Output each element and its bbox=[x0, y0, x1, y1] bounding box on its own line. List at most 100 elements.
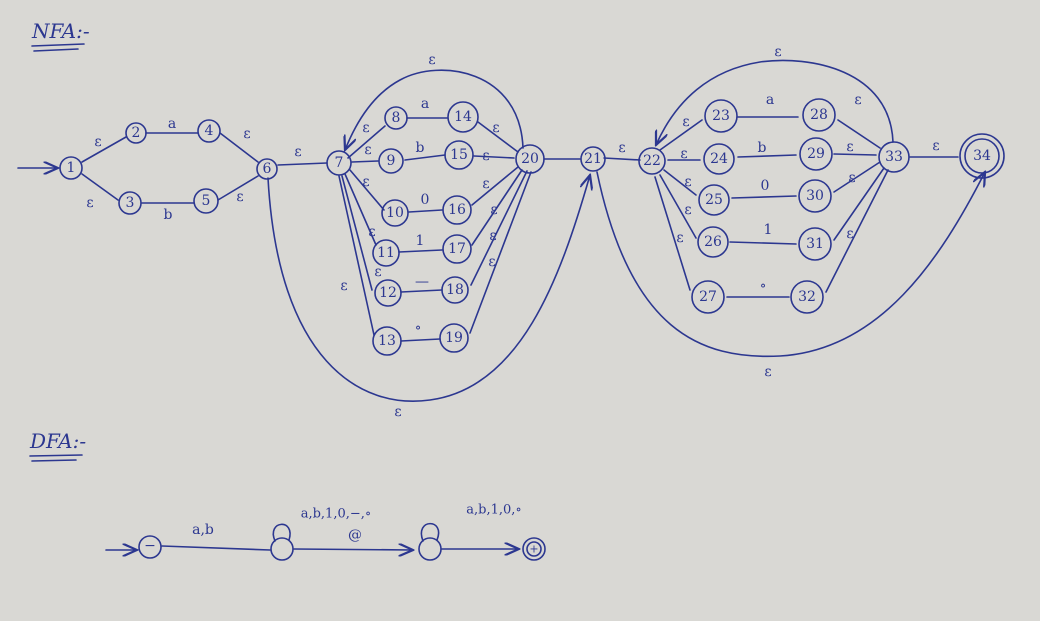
nfa-state-28: 28 bbox=[802, 98, 836, 132]
label-7-12: ε bbox=[374, 264, 381, 280]
label-15-20: ε bbox=[482, 148, 489, 164]
svg-text:4: 4 bbox=[205, 123, 214, 139]
label-11-17: 1 bbox=[416, 233, 425, 249]
label-13-19: ∘ bbox=[415, 320, 422, 336]
label-22-24: ε bbox=[680, 146, 687, 162]
svg-text:10: 10 bbox=[386, 205, 404, 221]
label-25-30: 0 bbox=[761, 178, 770, 194]
svg-text:22: 22 bbox=[643, 153, 661, 169]
label-28-33: ε bbox=[854, 92, 861, 108]
label-22-26: ε bbox=[684, 202, 691, 218]
label-9-15: b bbox=[416, 140, 425, 156]
label-4-6: ε bbox=[243, 126, 250, 142]
dfa-state-q1 bbox=[270, 537, 294, 561]
svg-text:1: 1 bbox=[67, 160, 76, 176]
svg-text:32: 32 bbox=[798, 289, 816, 305]
svg-text:+: + bbox=[529, 543, 538, 556]
nfa-state-22: 22 bbox=[638, 147, 666, 175]
label-33-34: ε bbox=[932, 138, 939, 154]
nfa-state-17: 17 bbox=[442, 234, 472, 264]
svg-text:16: 16 bbox=[448, 202, 466, 218]
nfa-title: NFA:- bbox=[31, 19, 90, 43]
dfa-label-ab: a,b bbox=[192, 522, 214, 538]
nfa-state-26: 26 bbox=[697, 226, 729, 258]
nfa-state-1: 1 bbox=[59, 156, 83, 180]
svg-text:15: 15 bbox=[450, 147, 468, 163]
svg-text:9: 9 bbox=[387, 153, 396, 169]
svg-text:14: 14 bbox=[454, 109, 472, 125]
label-7-13: ε bbox=[340, 278, 347, 294]
nfa-state-8: 8 bbox=[384, 106, 408, 130]
svg-text:7: 7 bbox=[335, 155, 344, 171]
svg-text:20: 20 bbox=[521, 151, 539, 167]
nfa-state-33: 33 bbox=[878, 141, 910, 173]
svg-text:29: 29 bbox=[807, 146, 825, 162]
svg-text:13: 13 bbox=[378, 333, 396, 349]
label-27-32: ∘ bbox=[760, 278, 767, 294]
nfa-state-32: 32 bbox=[790, 280, 824, 314]
label-21-34: ε bbox=[764, 364, 771, 380]
label-26-31: 1 bbox=[764, 222, 773, 238]
svg-text:6: 6 bbox=[263, 161, 272, 177]
label-5-6: ε bbox=[236, 189, 243, 205]
label-6-21: ε bbox=[394, 404, 401, 420]
svg-text:3: 3 bbox=[126, 195, 135, 211]
label-31-33: ε bbox=[846, 226, 853, 242]
nfa-state-25: 25 bbox=[698, 184, 730, 216]
nfa-state-2: 2 bbox=[125, 122, 147, 144]
dfa-edge-start-q1 bbox=[161, 545, 271, 551]
label-1-2: ε bbox=[94, 134, 101, 150]
svg-text:19: 19 bbox=[445, 330, 463, 346]
dfa-loop-q2 bbox=[420, 522, 440, 542]
svg-text:24: 24 bbox=[710, 151, 728, 167]
dfa-state-q2 bbox=[418, 537, 442, 561]
dfa-state-start: − bbox=[138, 535, 162, 559]
dfa-label-at: @ bbox=[348, 527, 362, 543]
label-6-7: ε bbox=[294, 144, 301, 160]
nfa-state-15: 15 bbox=[444, 140, 474, 170]
nfa-states: 1 2 3 4 5 6 7 8 9 10 11 12 13 14 15 16 1… bbox=[59, 98, 1005, 356]
dfa-title: DFA:- bbox=[29, 429, 86, 453]
nfa-heading: NFA:- bbox=[31, 19, 90, 52]
nfa-state-16: 16 bbox=[442, 195, 472, 225]
nfa-state-24: 24 bbox=[703, 143, 735, 175]
svg-text:33: 33 bbox=[885, 149, 903, 165]
dfa-diagram: − a,b a,b,1,0,−,∘ @ a,b,1,0,∘ + bbox=[105, 503, 546, 561]
label-22-27: ε bbox=[676, 230, 683, 246]
label-23-28: a bbox=[766, 92, 774, 108]
nfa-state-5: 5 bbox=[193, 188, 219, 214]
nfa-state-30: 30 bbox=[798, 179, 832, 213]
label-3-5: b bbox=[164, 207, 173, 223]
label-19-20: ε bbox=[488, 254, 495, 270]
dfa-label-loop1: a,b,1,0,−,∘ bbox=[301, 507, 372, 522]
nfa-state-18: 18 bbox=[441, 276, 469, 304]
svg-text:27: 27 bbox=[699, 289, 717, 305]
svg-text:2: 2 bbox=[132, 125, 141, 141]
label-12-18: — bbox=[415, 274, 429, 290]
svg-text:18: 18 bbox=[446, 282, 464, 298]
svg-text:26: 26 bbox=[704, 234, 722, 250]
nfa-state-23: 23 bbox=[704, 99, 738, 133]
label-7-9: ε bbox=[364, 142, 371, 158]
svg-text:28: 28 bbox=[810, 107, 828, 123]
nfa-state-6: 6 bbox=[256, 158, 278, 180]
label-7-10: ε bbox=[362, 174, 369, 190]
dfa-label-loop2: a,b,1,0,∘ bbox=[466, 503, 522, 518]
nfa-state-27: 27 bbox=[691, 280, 725, 314]
svg-text:30: 30 bbox=[806, 188, 824, 204]
nfa-state-3: 3 bbox=[118, 191, 142, 215]
label-29-33: ε bbox=[846, 139, 853, 155]
label-22-25: ε bbox=[684, 174, 691, 190]
nfa-state-4: 4 bbox=[197, 119, 221, 143]
nfa-state-9: 9 bbox=[378, 148, 404, 174]
label-7-8: ε bbox=[362, 120, 369, 136]
label-33-22: ε bbox=[774, 44, 781, 60]
dfa-edge-q1-q2 bbox=[293, 549, 413, 550]
nfa-state-7: 7 bbox=[326, 150, 352, 176]
label-22-23: ε bbox=[682, 114, 689, 130]
label-2-4: a bbox=[168, 116, 176, 132]
label-24-29: b bbox=[758, 140, 767, 156]
svg-text:34: 34 bbox=[973, 148, 991, 164]
label-16-20: ε bbox=[482, 176, 489, 192]
label-30-33: ε bbox=[848, 170, 855, 186]
